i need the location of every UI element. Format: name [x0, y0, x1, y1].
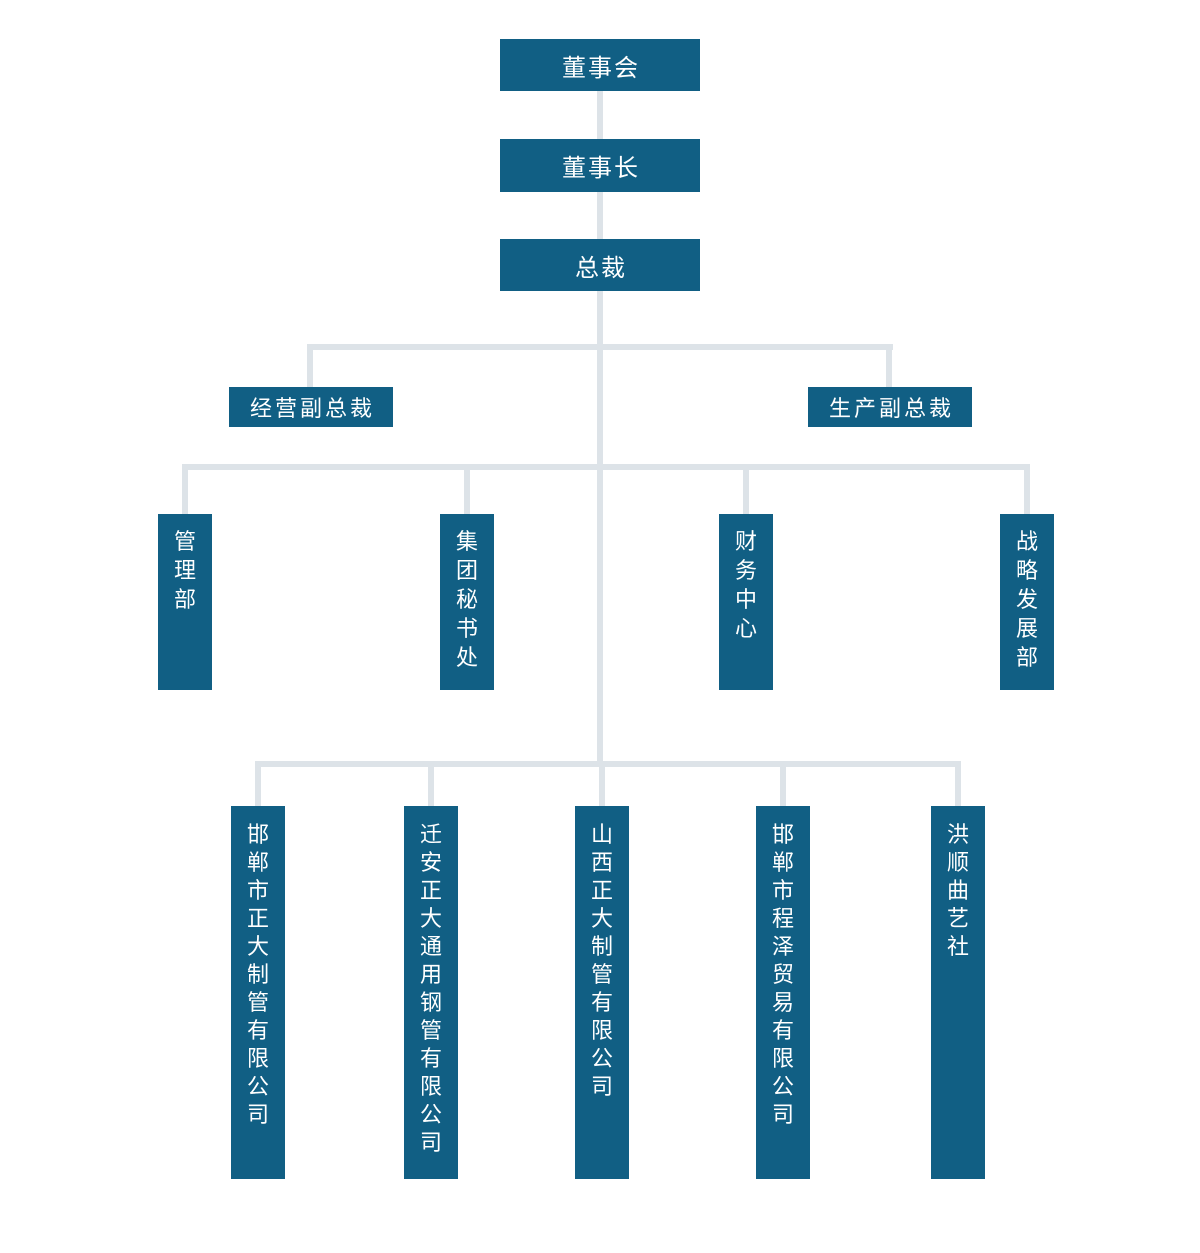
node-board: 董事会 [500, 39, 700, 91]
connector-drop-dept-3 [743, 464, 749, 514]
node-sub-hongshun-quyi-club-label: 洪顺曲艺社 [946, 822, 969, 959]
connector-sub-rail [255, 761, 961, 767]
node-chairman-label: 董事长 [562, 156, 640, 182]
node-dept-group-secretariat: 集团秘书处 [440, 514, 494, 690]
node-chairman: 董事长 [500, 139, 700, 192]
node-sub-handan-zhengda-pipe: 邯郸市正大制管有限公司 [231, 806, 285, 1179]
connector-board-chairman [597, 91, 603, 139]
connector-drop-dept-2 [464, 464, 470, 514]
node-dept-finance-center: 财务中心 [719, 514, 773, 690]
connector-drop-sub-5 [955, 767, 961, 806]
node-president-label: 总裁 [575, 255, 627, 282]
node-board-label: 董事会 [562, 55, 640, 82]
node-dept-group-secretariat-label: 集团秘书处 [455, 529, 478, 670]
connector-vp-rail [307, 344, 893, 350]
connector-drop-dept-4 [1024, 464, 1030, 514]
connector-drop-vp-production [886, 344, 892, 387]
node-sub-qianan-zhengda-steel-pipe: 迁安正大通用钢管有限公司 [404, 806, 458, 1179]
connector-drop-sub-1 [255, 767, 261, 806]
node-dept-strategy-development: 战略发展部 [1000, 514, 1054, 690]
node-dept-management: 管理部 [158, 514, 212, 690]
connector-dept-rail [182, 464, 1030, 470]
connector-central-trunk [597, 291, 603, 767]
node-vp-operations: 经营副总裁 [229, 387, 393, 427]
node-dept-strategy-development-label: 战略发展部 [1015, 529, 1038, 670]
connector-drop-vp-operations [307, 344, 313, 387]
node-dept-finance-center-label: 财务中心 [734, 529, 757, 641]
node-sub-qianan-zhengda-steel-pipe-label: 迁安正大通用钢管有限公司 [419, 822, 442, 1155]
connector-drop-sub-3 [599, 767, 605, 806]
node-sub-handan-chengze-trading: 邯郸市程泽贸易有限公司 [756, 806, 810, 1179]
node-vp-production-label: 生产副总裁 [828, 396, 954, 421]
node-vp-production: 生产副总裁 [808, 387, 972, 427]
connector-chairman-president [597, 192, 603, 239]
node-sub-shanxi-zhengda-pipe-label: 山西正大制管有限公司 [590, 822, 613, 1099]
node-dept-management-label: 管理部 [173, 529, 196, 612]
node-president: 总裁 [500, 239, 700, 291]
node-sub-hongshun-quyi-club: 洪顺曲艺社 [931, 806, 985, 1179]
node-sub-handan-zhengda-pipe-label: 邯郸市正大制管有限公司 [246, 822, 269, 1127]
node-vp-operations-label: 经营副总裁 [249, 396, 375, 421]
node-sub-shanxi-zhengda-pipe: 山西正大制管有限公司 [575, 806, 629, 1179]
connector-drop-dept-1 [182, 464, 188, 514]
node-sub-handan-chengze-trading-label: 邯郸市程泽贸易有限公司 [771, 822, 794, 1127]
connector-drop-sub-4 [780, 767, 786, 806]
connector-drop-sub-2 [428, 767, 434, 806]
